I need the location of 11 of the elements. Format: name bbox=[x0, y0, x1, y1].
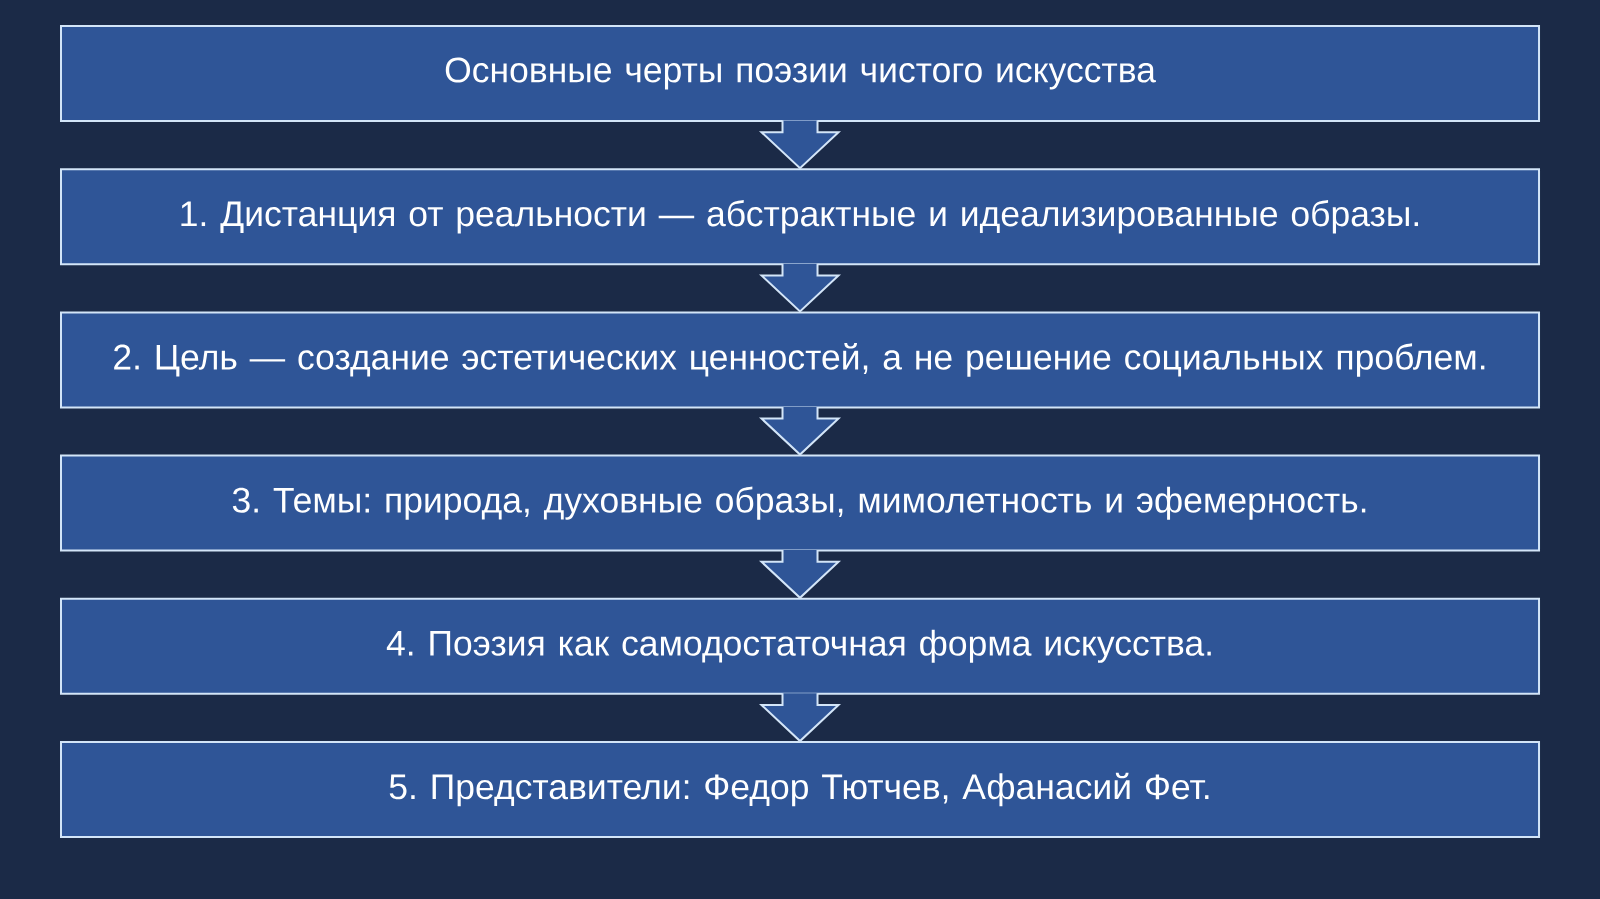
process-box: 1. Дистанция от реальности — абстрактные и идеализированные образы. bbox=[60, 168, 1540, 266]
process-box: 4. Поэзия как самодостаточная форма искусства. bbox=[60, 597, 1540, 695]
process-box: 2. Цель — создание эстетических ценностей, а не решение социальных проблем. bbox=[60, 311, 1540, 409]
process-box: 5. Представители: Федор Тютчев, Афанасий Фет. bbox=[60, 741, 1540, 838]
block-arrow bbox=[758, 405, 842, 456]
block-arrow bbox=[758, 119, 842, 170]
process-box: Основные черты поэзии чистого искусства bbox=[60, 25, 1540, 122]
process-box: 3. Темы: природа, духовные образы, мимолетность и эфемерность. bbox=[60, 454, 1540, 552]
block-arrow bbox=[758, 549, 842, 600]
block-arrow bbox=[758, 262, 842, 313]
block-arrow bbox=[758, 692, 842, 743]
